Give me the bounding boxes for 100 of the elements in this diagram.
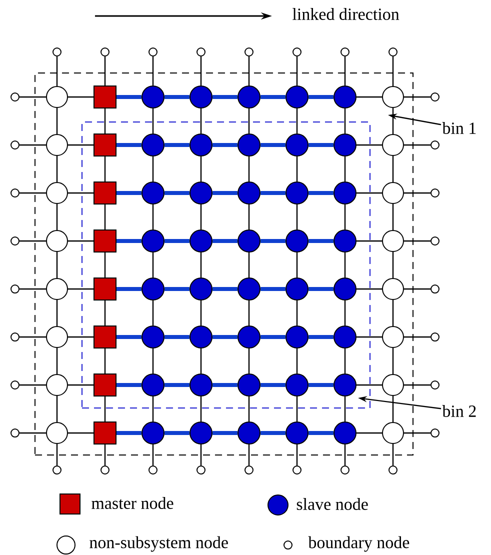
grid-line — [356, 144, 382, 146]
slave-node — [334, 422, 356, 444]
grid-line — [20, 144, 46, 146]
master-node — [94, 134, 116, 156]
non-subsystem-node — [46, 326, 68, 348]
slave-node — [286, 134, 308, 156]
boundary-node — [430, 428, 440, 438]
link-line — [116, 239, 142, 243]
non-subsystem-node — [382, 134, 404, 156]
slave-node — [238, 422, 260, 444]
slave-node — [286, 182, 308, 204]
grid-line — [392, 348, 394, 374]
boundary-node — [10, 236, 20, 246]
grid-line — [152, 56, 154, 86]
slave-node — [334, 374, 356, 396]
boundary-node — [388, 48, 398, 56]
non-subsystem-node — [46, 278, 68, 300]
boundary-node — [244, 48, 254, 56]
bin-label: bin 2 — [442, 405, 476, 417]
grid-line — [344, 348, 346, 374]
boundary-node — [340, 48, 350, 56]
grid-line — [68, 192, 94, 194]
non-subsystem-node — [382, 422, 404, 444]
grid-line — [248, 252, 250, 278]
grid-line — [404, 192, 430, 194]
grid-line — [404, 240, 430, 242]
grid-line — [104, 108, 106, 134]
link-line — [116, 287, 142, 291]
grid-line — [248, 348, 250, 374]
grid-line — [356, 96, 382, 98]
boundary-node — [430, 332, 440, 342]
slave-node — [286, 230, 308, 252]
non-subsystem-node — [46, 134, 68, 156]
grid-line — [20, 336, 46, 338]
link-line — [308, 143, 334, 147]
grid-line — [248, 300, 250, 326]
boundary-node — [430, 188, 440, 198]
grid-line — [344, 204, 346, 230]
slave-node — [238, 230, 260, 252]
grid-line — [56, 300, 58, 326]
direction-label: linked direction — [292, 8, 400, 20]
grid-line — [356, 336, 382, 338]
grid-line — [20, 240, 46, 242]
boundary-node — [196, 48, 206, 56]
grid-line — [56, 396, 58, 422]
non-subsystem-node — [382, 182, 404, 204]
non-subsystem-node — [46, 374, 68, 396]
slave-node — [190, 182, 212, 204]
grid-line — [296, 252, 298, 278]
link-line — [164, 95, 190, 99]
slave-node — [190, 86, 212, 108]
link-line — [212, 143, 238, 147]
grid-line — [104, 444, 106, 466]
legend-text: slave node — [296, 498, 368, 510]
grid-line — [104, 56, 106, 86]
grid-line — [248, 396, 250, 422]
boundary-node — [100, 48, 110, 56]
boundary-node — [430, 236, 440, 246]
boundary-node — [430, 284, 440, 294]
link-line — [212, 383, 238, 387]
grid-line — [104, 252, 106, 278]
link-line — [308, 431, 334, 435]
grid-line — [20, 192, 46, 194]
link-line — [308, 383, 334, 387]
grid-line — [344, 252, 346, 278]
grid-line — [200, 396, 202, 422]
grid-line — [200, 444, 202, 466]
slave-node — [190, 374, 212, 396]
grid-line — [392, 396, 394, 422]
grid-line — [248, 56, 250, 86]
grid-line — [248, 156, 250, 182]
boundary-node — [52, 466, 62, 474]
grid-line — [68, 432, 94, 434]
link-line — [116, 143, 142, 147]
link-line — [164, 191, 190, 195]
slave-node — [238, 278, 260, 300]
boundary-node — [10, 188, 20, 198]
slave-node — [334, 134, 356, 156]
slave-node — [142, 134, 164, 156]
link-line — [164, 143, 190, 147]
grid-line — [200, 252, 202, 278]
master-node — [94, 86, 116, 108]
grid-line — [344, 300, 346, 326]
boundary-node — [148, 48, 158, 56]
grid-line — [56, 444, 58, 466]
grid-line — [392, 156, 394, 182]
slave-node — [190, 134, 212, 156]
slave-node — [190, 326, 212, 348]
grid-line — [356, 192, 382, 194]
grid-line — [56, 348, 58, 374]
grid-line — [152, 252, 154, 278]
boundary-node — [196, 466, 206, 474]
grid-line — [392, 444, 394, 466]
grid-line — [20, 96, 46, 98]
boundary-node — [52, 48, 62, 56]
slave-node — [142, 422, 164, 444]
link-line — [116, 383, 142, 387]
slave-node — [142, 278, 164, 300]
grid-line — [296, 396, 298, 422]
grid-line — [68, 336, 94, 338]
